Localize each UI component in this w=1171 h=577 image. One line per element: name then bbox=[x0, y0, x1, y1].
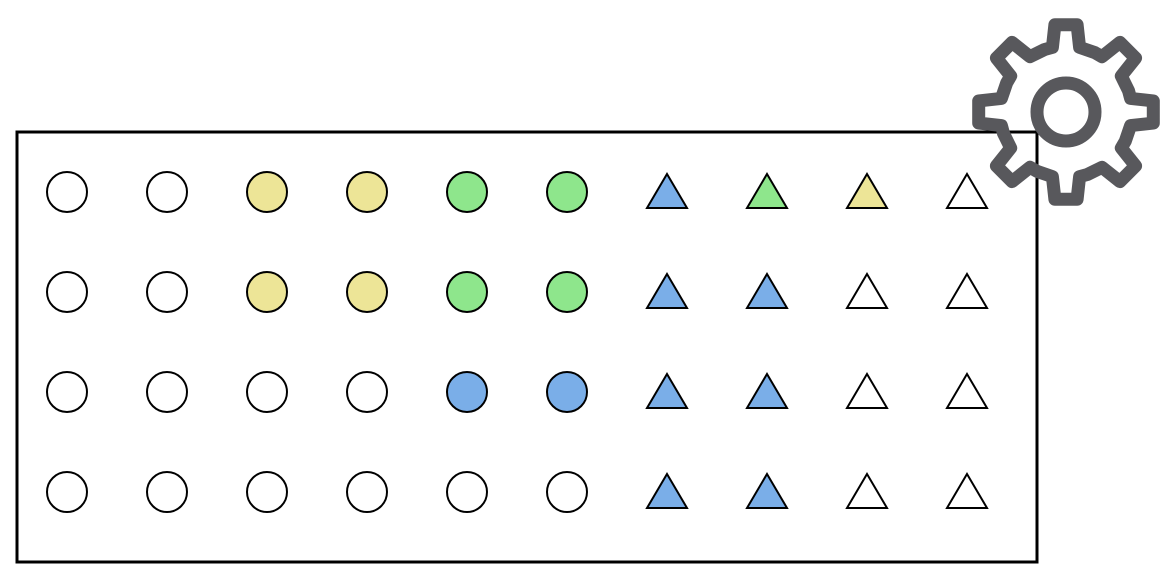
triangle-r1-c8 bbox=[745, 172, 789, 209]
circle-r3-c5 bbox=[446, 371, 488, 413]
circle-r1-c2 bbox=[146, 171, 188, 213]
circle-r2-c2 bbox=[146, 271, 188, 313]
circle-r3-c4 bbox=[346, 371, 388, 413]
triangle-r3-c7 bbox=[645, 372, 689, 409]
gear-hub bbox=[1030, 76, 1102, 148]
gear-outline bbox=[972, 18, 1160, 206]
grid-frame bbox=[15, 130, 1039, 564]
triangle-r3-c9 bbox=[845, 372, 889, 409]
circle-r1-c5 bbox=[446, 171, 488, 213]
circle-r1-c3 bbox=[246, 171, 288, 213]
circle-r2-c1 bbox=[46, 271, 88, 313]
triangle-r4-c10 bbox=[945, 472, 989, 509]
shape-grid bbox=[46, 171, 989, 513]
triangle-r1-c10 bbox=[945, 172, 989, 209]
triangle-r1-c7 bbox=[645, 172, 689, 209]
gear-icon[interactable] bbox=[965, 12, 1167, 212]
circle-r4-c3 bbox=[246, 471, 288, 513]
circle-r2-c5 bbox=[446, 271, 488, 313]
circle-r4-c6 bbox=[546, 471, 588, 513]
triangle-r2-c8 bbox=[745, 272, 789, 309]
circle-r2-c6 bbox=[546, 271, 588, 313]
triangle-r2-c9 bbox=[845, 272, 889, 309]
triangle-r4-c9 bbox=[845, 472, 889, 509]
circle-r4-c4 bbox=[346, 471, 388, 513]
triangle-r2-c10 bbox=[945, 272, 989, 309]
triangle-r4-c8 bbox=[745, 472, 789, 509]
triangle-r4-c7 bbox=[645, 472, 689, 509]
circle-r3-c3 bbox=[246, 371, 288, 413]
triangle-r3-c8 bbox=[745, 372, 789, 409]
circle-r4-c5 bbox=[446, 471, 488, 513]
circle-r2-c4 bbox=[346, 271, 388, 313]
triangle-r1-c9 bbox=[845, 172, 889, 209]
circle-r3-c2 bbox=[146, 371, 188, 413]
circle-r3-c6 bbox=[546, 371, 588, 413]
triangle-r2-c7 bbox=[645, 272, 689, 309]
circle-r1-c4 bbox=[346, 171, 388, 213]
circle-r1-c6 bbox=[546, 171, 588, 213]
circle-r1-c1 bbox=[46, 171, 88, 213]
circle-r3-c1 bbox=[46, 371, 88, 413]
circle-r4-c2 bbox=[146, 471, 188, 513]
circle-r4-c1 bbox=[46, 471, 88, 513]
triangle-r3-c10 bbox=[945, 372, 989, 409]
circle-r2-c3 bbox=[246, 271, 288, 313]
